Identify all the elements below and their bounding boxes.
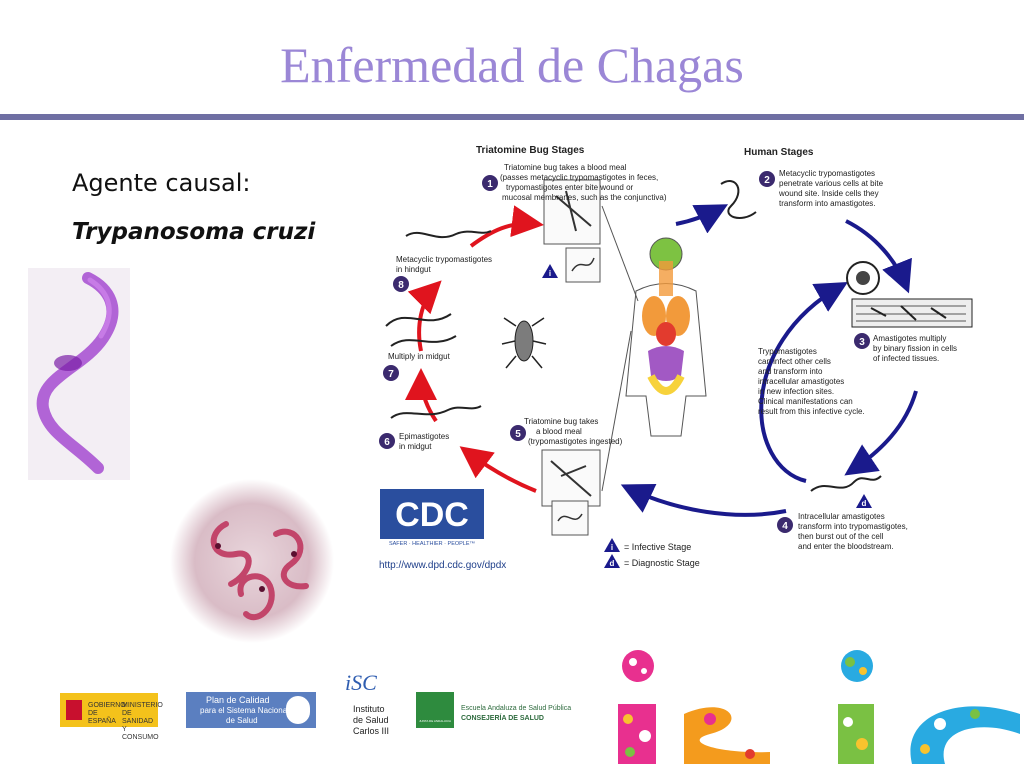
- arrow-4-to-5: [620, 483, 787, 517]
- svg-text:i: i: [611, 543, 613, 552]
- svg-text:Metacyclic trypomastigotes: Metacyclic trypomastigotes in hindgut: [396, 255, 494, 274]
- triatomine-bug-icon: [501, 317, 547, 369]
- legend-infective-stage: i = Infective Stage: [604, 538, 691, 552]
- step-8: 8 Metacyclic trypomastigotes in hindgut: [393, 255, 494, 292]
- svg-text:d: d: [862, 499, 867, 508]
- easp-line2: CONSEJERÍA DE SALUD: [461, 715, 544, 722]
- svg-text:Amastigotes multiply by: Amastigotes multiply by binary fission i…: [873, 334, 959, 363]
- trypomastigote-bloodstream-icon: [810, 475, 882, 492]
- slide-title: Enfermedad de Chagas: [280, 37, 744, 93]
- arrow-5-to-6: [459, 446, 537, 493]
- gobierno-logo: GOBIERNO DE ESPAÑA MINISTERIO DE SANIDAD…: [60, 693, 163, 741]
- arrow-1-to-2: [675, 204, 729, 234]
- svg-text:Triatomine bug takes a blood m: Triatomine bug takes a blood meal (passe…: [500, 163, 667, 202]
- human-stages-header: Human Stages: [744, 147, 814, 158]
- step-5: 5 Triatomine bug takes a blood meal (try…: [510, 417, 623, 446]
- step-4: 4 Intracellular amastigotes transform in…: [777, 512, 910, 551]
- diagnostic-stage-marker: d: [856, 494, 872, 508]
- arrow-3-to-4: [844, 390, 918, 476]
- infected-cell-icon: [846, 261, 880, 295]
- metacyclic-human-icon: [720, 180, 757, 220]
- infected-tissue-icon: [851, 298, 973, 328]
- chagas-life-cycle-diagram: Triatomine Bug Stages Human Stages: [379, 145, 973, 568]
- agent-label: Agente causal:: [72, 169, 251, 197]
- arrow-7-to-8: [407, 280, 442, 352]
- title-divider: [0, 114, 1024, 120]
- svg-text:i: i: [549, 269, 551, 278]
- triatomine-stages-header: Triatomine Bug Stages: [476, 145, 585, 156]
- sponsor-logos-bar: GOBIERNO DE ESPAÑA MINISTERIO DE SANIDAD…: [0, 650, 1024, 768]
- step-1: 1 Triatomine bug takes a blood meal (pas…: [482, 163, 667, 202]
- svg-text:6: 6: [384, 437, 390, 448]
- svg-text:2: 2: [764, 175, 770, 186]
- svg-text:= Diagnostic Stage: = Diagnostic Stage: [624, 558, 700, 568]
- svg-text:d: d: [610, 559, 615, 568]
- svg-text:4: 4: [782, 521, 788, 532]
- svg-text:SAFER · HEALTHIER · PEOPLE™: SAFER · HEALTHIER · PEOPLE™: [389, 541, 475, 547]
- cdc-logo: CDC SAFER · HEALTHIER · PEOPLE™: [380, 489, 484, 547]
- trypanosome-micrograph-image: [28, 268, 130, 480]
- isciii-logo: iSC Instituto de Salud Carlos III: [345, 670, 390, 736]
- arrow-6-to-7: [405, 368, 438, 423]
- arrow-4-loop: [759, 282, 848, 483]
- step-2: 2 Metacyclic trypomastigotes penetrate v…: [759, 169, 885, 208]
- cdc-url-link[interactable]: http://www.dpd.cdc.gov/dpdx: [379, 560, 507, 571]
- svg-text:8: 8: [398, 280, 404, 291]
- colorful-isc-logo: [618, 650, 1020, 764]
- svg-text:= Infective Stage: = Infective Stage: [624, 542, 691, 552]
- svg-text:1: 1: [487, 179, 493, 190]
- svg-text:Triatomine bug takes a b: Triatomine bug takes a blood meal (trypo…: [524, 417, 623, 446]
- svg-text:Multiply in midgut: Multiply in midgut: [388, 352, 451, 361]
- epimastigote-icon: [390, 405, 482, 419]
- svg-text:5: 5: [515, 429, 521, 440]
- step-6: 6 Epimastigotes in midgut: [379, 432, 451, 451]
- step-3: 3 Amastigotes multiply by binary fission…: [854, 333, 959, 363]
- svg-text:CDC: CDC: [395, 496, 469, 534]
- midgut-multiplying-icon: [385, 313, 457, 347]
- svg-text:7: 7: [388, 369, 394, 380]
- junta-andalucia-logo: JUNTA DE ANDALUCIA: [416, 692, 454, 728]
- svg-text:3: 3: [859, 337, 865, 348]
- svg-text:Metacyclic trypomastigotes: Metacyclic trypomastigotes penetrate var…: [778, 169, 885, 208]
- blood-smear-micrograph-image: [170, 479, 334, 643]
- agent-name: Trypanosoma cruzi: [72, 219, 316, 245]
- plan-calidad-logo: Plan de Calidad para el Sistema Nacional…: [186, 692, 316, 728]
- center-infective-cycle-text: Trypomastigotes can infect other cells a…: [758, 347, 865, 416]
- svg-text:Intracellular amastigotes: Intracellular amastigotes transform into…: [798, 512, 910, 551]
- easp-line1: Escuela Andaluza de Salud Pública: [461, 705, 572, 712]
- svg-text:Epimastigotes in midgut: Epimastigotes in midgut: [399, 432, 451, 451]
- infective-stage-marker-top: i: [542, 264, 558, 278]
- human-body-illustration: [625, 237, 707, 437]
- metacyclic-trypomastigote-icon: [405, 230, 492, 239]
- arrow-8-to-1: [469, 205, 544, 248]
- step-7: 7 Multiply in midgut: [383, 352, 451, 381]
- legend-diagnostic-stage: d = Diagnostic Stage: [604, 554, 700, 568]
- parasite-inset-top: [565, 247, 601, 283]
- arrow-2-to-3: [845, 219, 912, 294]
